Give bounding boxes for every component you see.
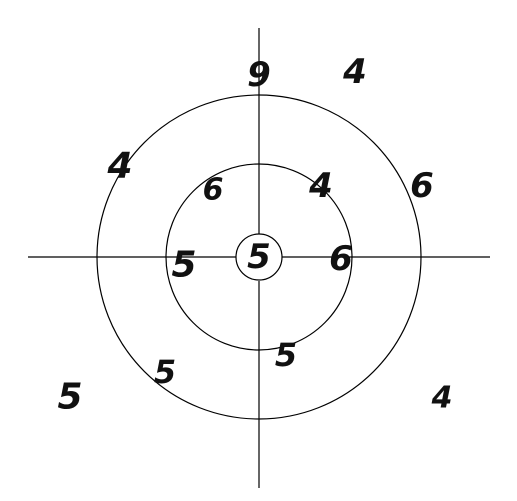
label-outer-upper-left: 4 — [106, 146, 132, 187]
label-top-right-outside: 4 — [342, 52, 367, 92]
label-inner-bottom: 5 — [275, 336, 297, 374]
label-bottom-right-outside: 4 — [431, 381, 453, 416]
label-inner-upper-left: 6 — [203, 173, 224, 208]
label-inner-upper-right: 4 — [308, 166, 333, 206]
outer-circle — [96, 94, 422, 420]
label-top-axis: 9 — [247, 55, 271, 95]
label-outer-upper-right: 6 — [410, 166, 434, 206]
label-bottom-left-outside: 5 — [57, 377, 82, 418]
center-circle — [235, 233, 283, 281]
middle-circle — [165, 163, 353, 351]
label-center: 5 — [247, 237, 271, 277]
label-inner-right: 6 — [329, 239, 353, 279]
label-inner-left: 5 — [171, 245, 196, 286]
label-outer-lower-left: 5 — [154, 353, 176, 391]
